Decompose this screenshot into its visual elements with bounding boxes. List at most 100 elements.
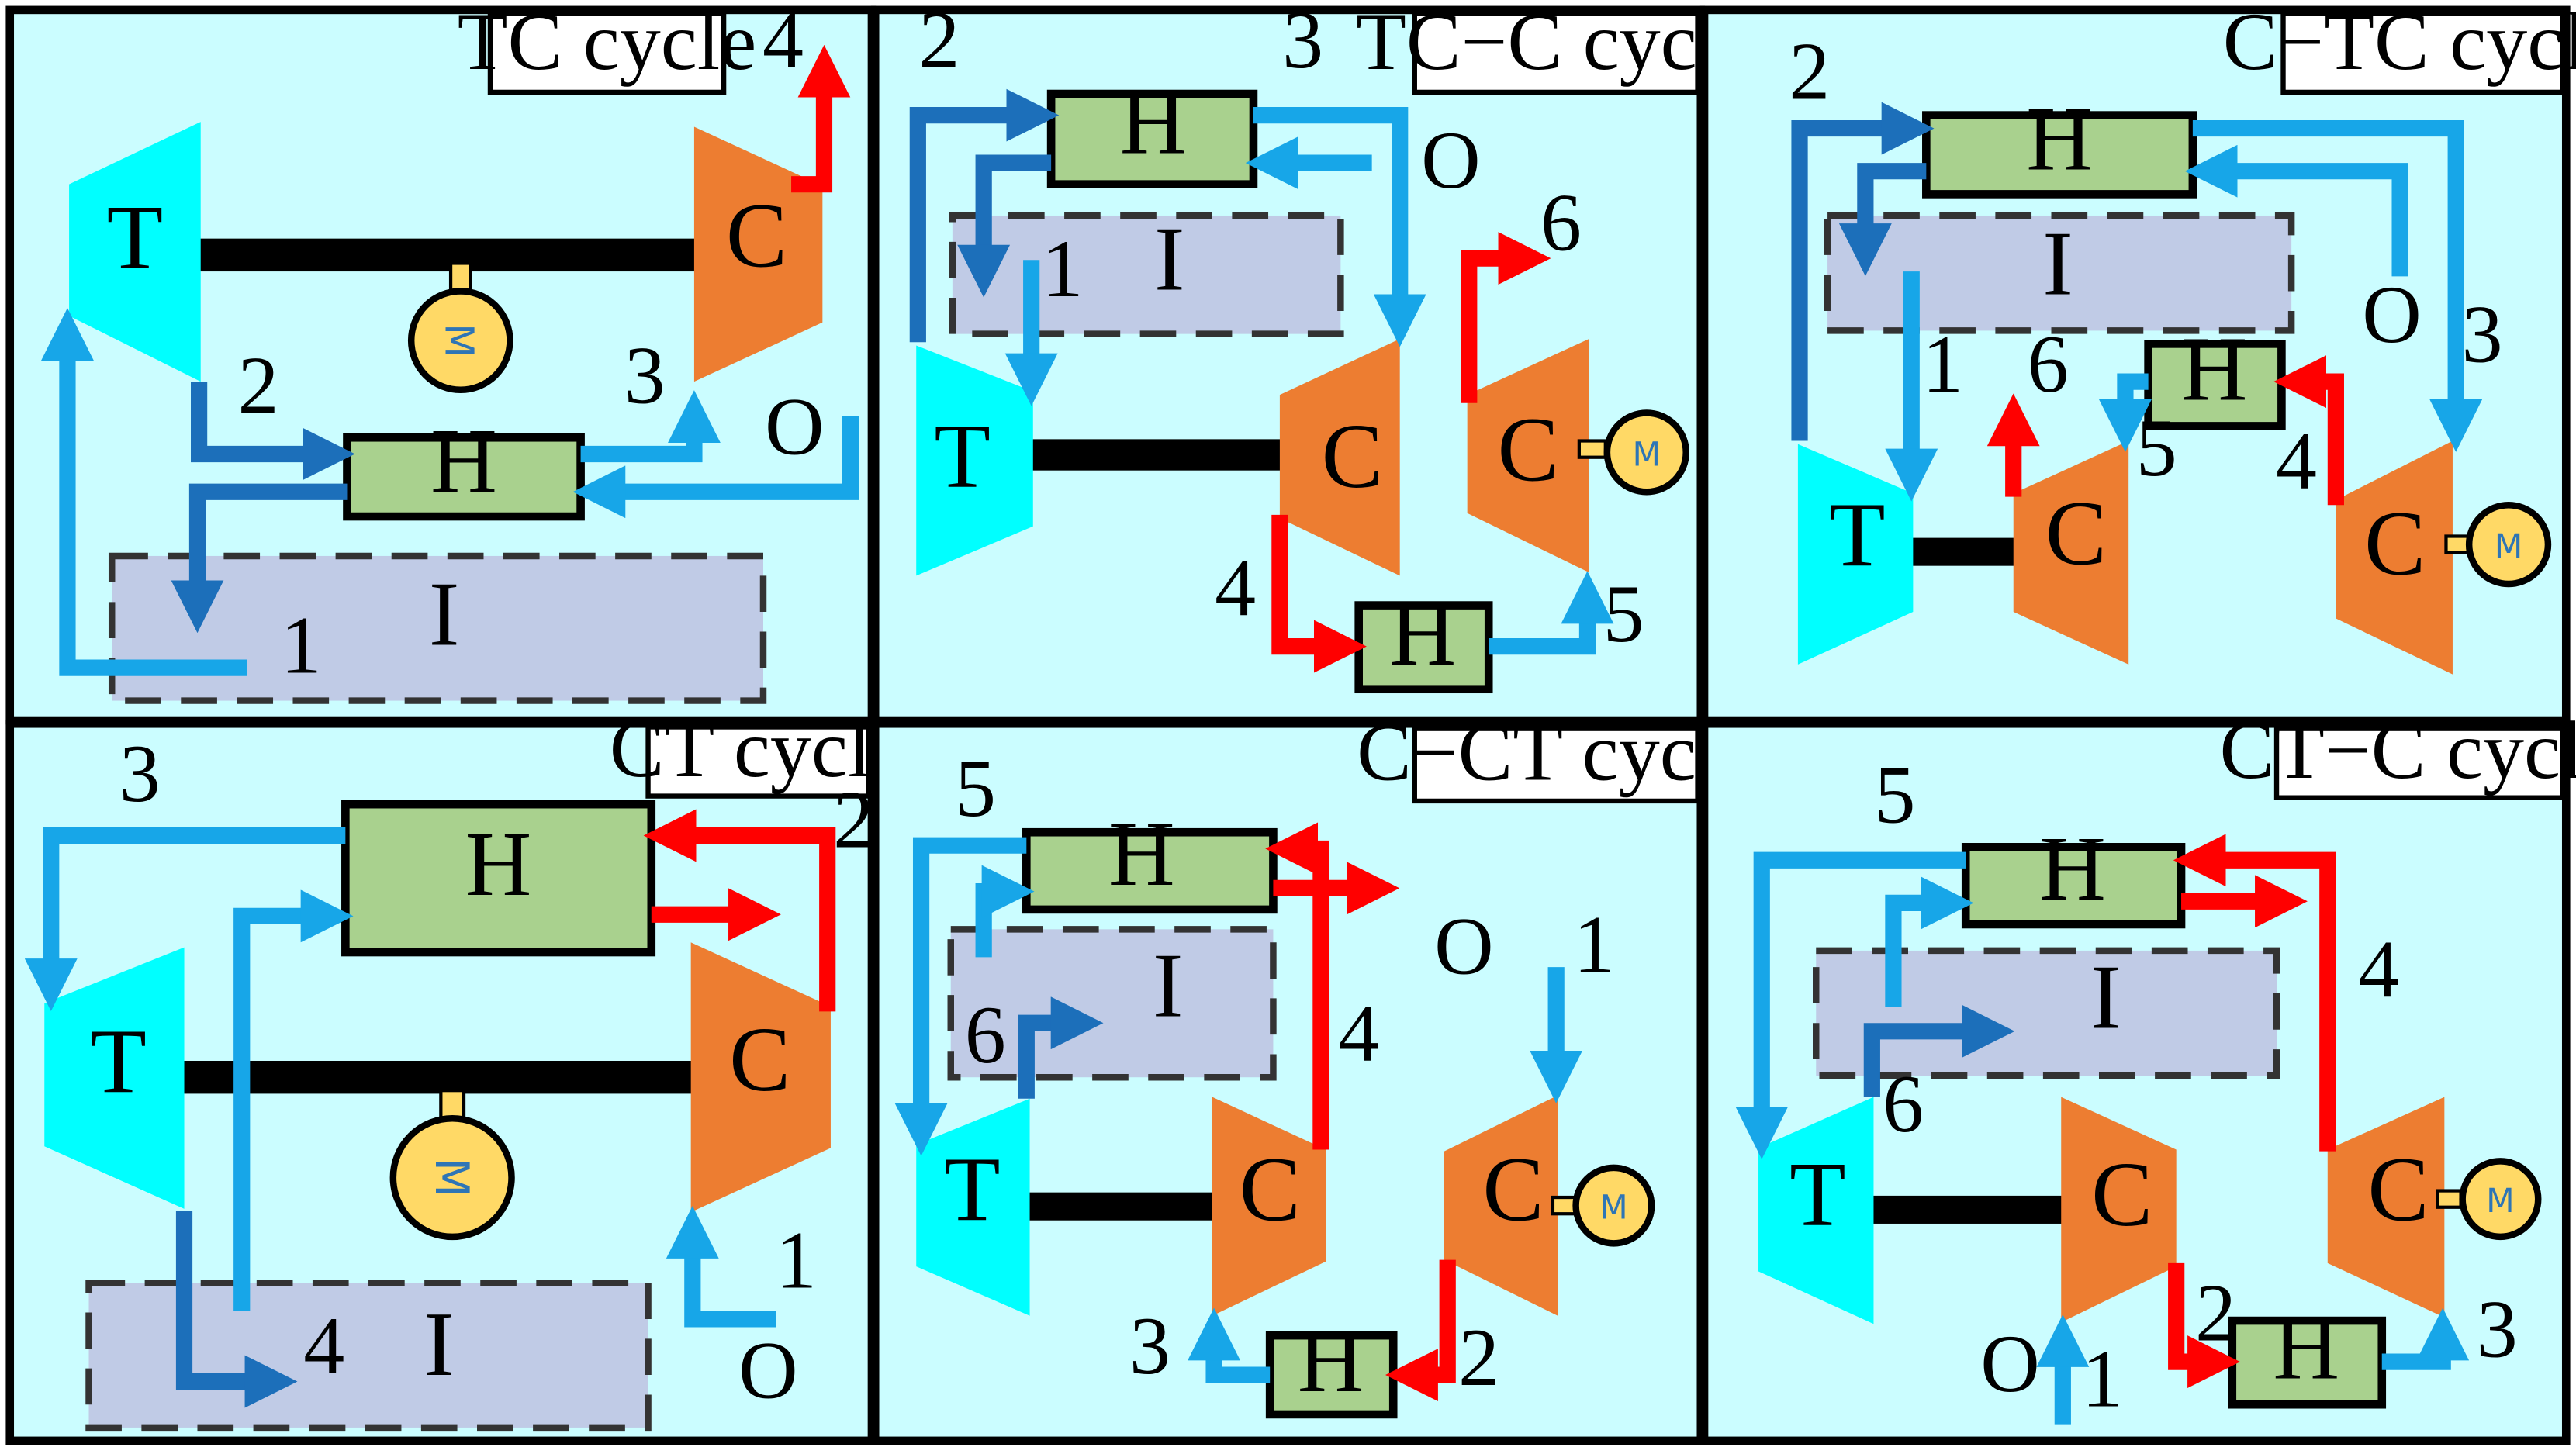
heat-exchanger-1 [1046,89,1258,188]
heat-exchanger-2-label: H [1298,1309,1364,1411]
title-box [645,724,871,799]
shaft [1026,1192,1221,1221]
compressor-1-label: C [2091,1143,2152,1245]
inner-box-label: I [2090,946,2121,1048]
state-label-2: 2 [833,774,874,865]
flow-arrow-4 [791,44,851,193]
state-label-4: 4 [1215,542,1256,633]
state-label-3: 3 [2462,289,2503,380]
panel-tc-cycle: I T C M H TC cycle 1 2 3 4 O [5,0,877,725]
inner-box [947,926,1277,1081]
compressor-2-label: C [1498,398,1559,500]
flow-arrow-4 [175,1210,298,1408]
state-label-3: 3 [2477,1284,2518,1375]
flow-arrow-o-in [572,416,859,519]
state-label-5: 5 [955,743,996,834]
flow-arrow-6 [1018,996,1104,1099]
state-label-o: O [2362,269,2422,360]
motor-stem [1551,1195,1578,1216]
panel-c-ct-cycle: I T C C M H H C−CT cycle 1 2 3 4 5 6 O [870,706,1755,1445]
flow-arrow-6 [1863,1004,2015,1097]
state-label-4: 4 [2276,416,2317,506]
shaft [1904,537,2021,566]
flow-arrow-3 [1253,106,1426,347]
flow-arrow-2 [909,88,1060,343]
compressor-1-label: C [2045,482,2107,585]
motor-stem [1577,439,1607,459]
flow-arrow-5 [1489,571,1614,655]
flow-arrow-2 [1385,1259,1456,1401]
state-label-1: 1 [2082,1333,2123,1424]
motor-label: M [2486,1183,2515,1221]
motor [2459,1158,2542,1241]
turbine [1797,444,1914,665]
heat-exchanger-1 [1022,827,1278,914]
motor-stem [2436,1189,2463,1209]
turbine [44,947,185,1209]
compressor-2 [1444,1095,1558,1316]
compressor [690,942,831,1213]
inner-box-label: I [429,562,460,665]
state-label-o: O [1434,901,1494,992]
turbine-label: T [107,186,164,288]
state-label-5: 5 [1603,568,1644,659]
flow-arrow-hx-out [957,154,1052,298]
heat-exchanger-label: H [430,409,497,512]
state-label-4: 4 [762,0,804,85]
heat-exchanger-2-label: H [2273,1296,2339,1398]
panel-c-tc-cycle: I T C C M H H C−TC cycle 1 2 3 4 5 6 O [1699,0,2576,725]
flow-arrow-5 [894,837,1027,1156]
panel-title: C−CT cycle [1357,706,1755,797]
heat-exchanger-1-label: H [2026,88,2093,190]
compressor-1 [1212,1097,1326,1316]
panel-tc-c-cycle: I T C C M H H TC−C cycle 1 2 3 4 5 6 O [870,0,1756,725]
state-label-3: 3 [1129,1300,1170,1391]
motor-label: M [1633,436,1661,474]
compressor-1 [2061,1097,2177,1323]
motor [407,288,513,393]
compressor-2 [1467,339,1589,573]
state-label-1: 1 [776,1215,817,1306]
flow-arrow-4 [1271,514,1367,673]
compressor-label: C [726,185,787,287]
state-label-4: 4 [1338,988,1379,1079]
state-label-2: 2 [1458,1312,1499,1403]
state-label-o: O [738,1325,798,1416]
title-box [2280,10,2566,95]
title-box [1412,10,1700,95]
panel-title: TC−C cycle [1356,0,1756,87]
motor-label: M [424,1158,478,1197]
motor-label: M [436,323,482,357]
flow-arrow-3 [580,390,721,463]
motor [1603,409,1689,496]
shaft [1031,439,1287,471]
heat-exchanger-2-label: H [1390,582,1457,685]
flow-arrow-3 [1188,1307,1271,1383]
motor [2465,501,2552,588]
motor [1572,1164,1655,1247]
heat-exchanger-1-label: H [1120,71,1187,173]
flow-arrow-hx-out [171,483,348,634]
motor-stem [2444,534,2471,554]
turbine-label: T [1789,1143,1846,1245]
heat-exchanger-2-label: H [2181,317,2248,420]
shaft [181,1061,698,1094]
flow-arrow-2 [1791,102,1935,441]
flow-arrow-4 [2173,834,2336,1152]
inner-box-label: I [2042,212,2073,315]
state-label-2: 2 [237,340,278,430]
flow-arrow-3 [2381,1307,2470,1370]
flow-arrow-5 [2098,373,2152,452]
state-label-2: 2 [2195,1268,2236,1359]
compressor-2-label: C [2364,492,2426,594]
compressor [693,126,823,382]
state-label-o: O [1421,115,1481,205]
flow-arrow-o-in [2184,144,2408,277]
inner-box [949,212,1344,337]
compressor-2 [2327,1097,2445,1318]
motor-label: M [2495,528,2523,566]
state-label-3: 3 [1282,0,1323,85]
flow-arrow-2 [643,809,836,1012]
flow-arrow-3 [24,827,346,1011]
